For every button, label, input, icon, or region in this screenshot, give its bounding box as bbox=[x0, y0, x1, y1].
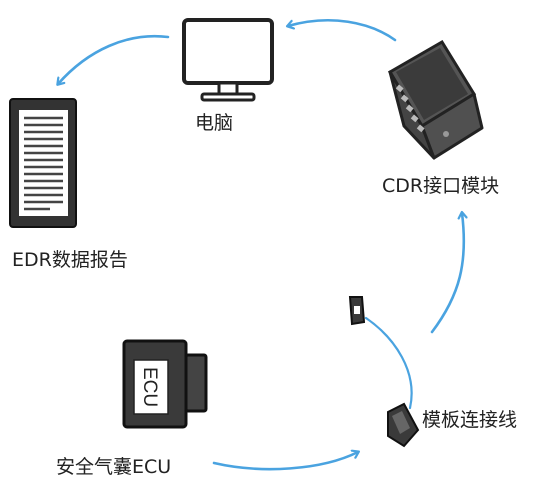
airbag-ecu-label: 安全气囊ECU bbox=[56, 456, 172, 478]
arrow-computer-to-report bbox=[58, 34, 170, 84]
cable-connector-icon bbox=[387, 402, 420, 448]
cdr-module-icon bbox=[387, 39, 484, 160]
arrow-ecu-to-harness bbox=[212, 452, 358, 471]
harness-label: 模板连接线 bbox=[422, 409, 518, 431]
ecu-icon-text: ECU bbox=[139, 367, 160, 407]
monitor-icon bbox=[182, 18, 274, 102]
report-document-icon bbox=[9, 98, 77, 228]
computer-label: 电脑 bbox=[195, 112, 234, 134]
ecu-icon: ECU bbox=[122, 339, 208, 429]
edr-report-label: EDR数据报告 bbox=[12, 249, 128, 271]
cdr-module-label: CDR接口模块 bbox=[382, 175, 500, 197]
arrow-harness-to-cdr bbox=[430, 213, 464, 334]
small-connector-icon bbox=[348, 296, 366, 326]
arrow-cdr-to-computer bbox=[288, 19, 397, 42]
harness-cable bbox=[364, 316, 413, 410]
